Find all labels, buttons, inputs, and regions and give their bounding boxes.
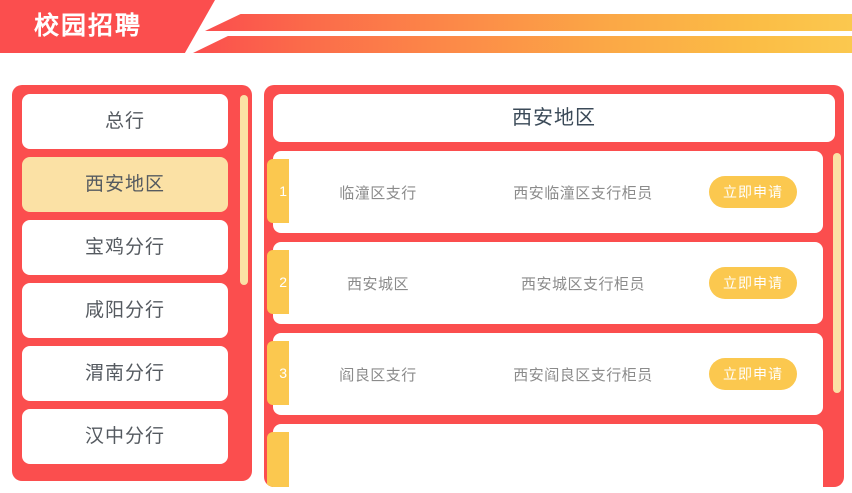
- job-branch-label: 西安城区: [346, 275, 409, 293]
- job-row-number: 3: [267, 341, 289, 405]
- job-branch-label: 阎良区支行: [339, 366, 417, 384]
- region-title-bar: 西安地区: [273, 94, 835, 142]
- job-row-number: 1: [267, 159, 289, 223]
- sidebar: 总行西安地区宝鸡分行咸阳分行渭南分行汉中分行: [12, 85, 252, 481]
- joblist-scrollbar-thumb[interactable]: [833, 153, 841, 393]
- sidebar-item[interactable]: 西安地区: [22, 157, 228, 212]
- banner-red-block: [0, 0, 215, 53]
- sidebar-scrollbar-thumb[interactable]: [240, 95, 248, 285]
- sidebar-item-label: 西安地区: [84, 174, 165, 195]
- job-position-label: 西安城区支行柜员: [520, 275, 645, 293]
- sidebar-item[interactable]: 总行: [22, 94, 228, 149]
- apply-button[interactable]: 立即申请: [709, 176, 797, 208]
- page-banner: 校园招聘: [0, 0, 852, 64]
- sidebar-item[interactable]: 咸阳分行: [22, 283, 228, 338]
- sidebar-item-label: 宝鸡分行: [84, 237, 165, 258]
- page-title: 校园招聘: [34, 12, 143, 40]
- sidebar-item[interactable]: 宝鸡分行: [22, 220, 228, 275]
- sidebar-item-label: 咸阳分行: [84, 300, 165, 321]
- sidebar-item-label: 总行: [104, 111, 145, 132]
- job-row[interactable]: [267, 424, 823, 487]
- job-position-label: 西安阎良区支行柜员: [513, 366, 653, 384]
- sidebar-item-label: 渭南分行: [84, 363, 165, 384]
- banner-stripe-top: [205, 14, 852, 31]
- region-title-text: 西安地区: [512, 107, 596, 129]
- job-branch-label: 临潼区支行: [339, 184, 417, 202]
- job-row-number: 2: [267, 250, 289, 314]
- sidebar-item-label: 汉中分行: [84, 426, 165, 447]
- sidebar-list: 总行西安地区宝鸡分行咸阳分行渭南分行汉中分行: [22, 94, 242, 472]
- banner-stripe-bottom: [193, 36, 852, 53]
- sidebar-item[interactable]: 汉中分行: [22, 409, 228, 464]
- job-row[interactable]: 2 西安城区 西安城区支行柜员 立即申请: [267, 242, 823, 324]
- job-row[interactable]: 3 阎良区支行 西安阎良区支行柜员 立即申请: [267, 333, 823, 415]
- apply-button[interactable]: 立即申请: [709, 267, 797, 299]
- job-position-label: 西安临潼区支行柜员: [513, 184, 653, 202]
- job-row[interactable]: 1 临潼区支行 西安临潼区支行柜员 立即申请: [267, 151, 823, 233]
- apply-button[interactable]: 立即申请: [709, 358, 797, 390]
- job-row-number: [267, 432, 289, 487]
- sidebar-item[interactable]: 渭南分行: [22, 346, 228, 401]
